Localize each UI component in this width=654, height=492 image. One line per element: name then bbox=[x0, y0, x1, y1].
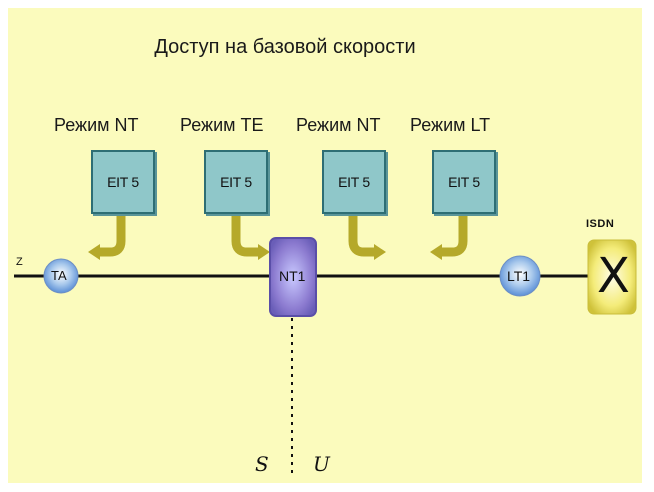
arrow-4-head bbox=[430, 244, 442, 260]
eit-box-3: EIT 5 bbox=[322, 150, 386, 214]
eit-box-4-label: EIT 5 bbox=[448, 174, 480, 190]
eit-box-2: EIT 5 bbox=[204, 150, 268, 214]
diagram-title: Доступ на базовой скорости bbox=[154, 36, 416, 58]
arrow-4 bbox=[440, 212, 468, 257]
eit-box-2-label: EIT 5 bbox=[220, 174, 252, 190]
ta-node-icon bbox=[43, 258, 79, 294]
line-start-label: Z bbox=[16, 256, 23, 268]
reference-point-s: S bbox=[255, 452, 269, 476]
switch-symbol: X bbox=[597, 248, 630, 304]
mode-label-2: Режим TE bbox=[180, 115, 264, 135]
arrow-3-head bbox=[374, 244, 386, 260]
nt1-label: NT1 bbox=[279, 268, 306, 284]
arrow-1 bbox=[98, 212, 126, 257]
arrow-3 bbox=[348, 212, 376, 257]
isdn-exchange-icon bbox=[587, 239, 637, 315]
eit-box-1: EIT 5 bbox=[91, 150, 155, 214]
arrow-2-head bbox=[258, 244, 270, 260]
eit-box-4: EIT 5 bbox=[432, 150, 496, 214]
arrow-2 bbox=[231, 212, 260, 257]
mode-label-4: Режим LT bbox=[410, 115, 491, 135]
lt1-node-icon bbox=[499, 255, 541, 297]
reference-point-u: U bbox=[313, 452, 330, 476]
eit-box-1-label: EIT 5 bbox=[107, 174, 139, 190]
lt1-label: LT1 bbox=[507, 268, 531, 284]
ta-label: TA bbox=[51, 268, 67, 283]
arrows bbox=[98, 212, 468, 257]
nt1-node-icon bbox=[269, 237, 317, 317]
diagram-panel bbox=[8, 8, 642, 483]
arrow-1-head bbox=[88, 244, 100, 260]
arrow-heads bbox=[88, 244, 442, 260]
eit-box-3-label: EIT 5 bbox=[338, 174, 370, 190]
mode-label-3: Режим NT bbox=[296, 115, 381, 135]
isdn-label: ISDN bbox=[586, 218, 615, 230]
mode-label-1: Режим NT bbox=[54, 115, 139, 135]
